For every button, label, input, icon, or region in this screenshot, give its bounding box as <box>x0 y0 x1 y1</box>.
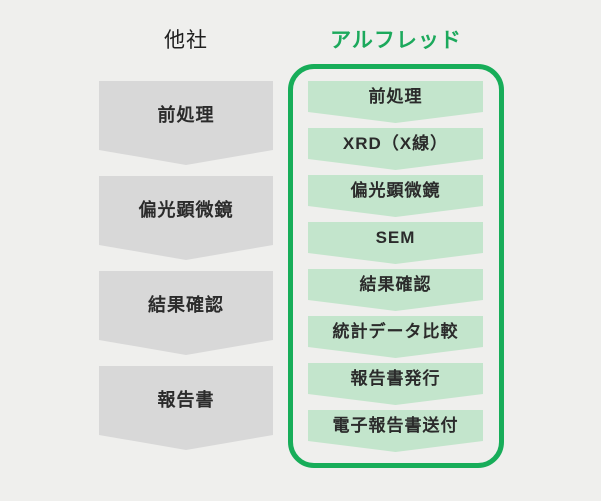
other-company-step-3: 結果確認 <box>99 271 273 355</box>
alfred-step-label: SEM <box>375 228 416 247</box>
alfred-step-label: 前処理 <box>368 87 423 106</box>
other-company-step-4: 報告書 <box>99 366 273 450</box>
alfred-step-label: XRD（X線） <box>342 134 449 153</box>
other-company-step-label: 報告書 <box>157 390 215 410</box>
other-company-step-label: 偏光顕微鏡 <box>138 200 234 220</box>
other-company-step-label: 前処理 <box>157 105 215 125</box>
other-company-step-label: 結果確認 <box>148 295 224 315</box>
other-company-title: 他社 <box>164 29 208 52</box>
other-company-step-1: 前処理 <box>99 81 273 165</box>
alfred-step-label: 偏光顕微鏡 <box>350 181 441 200</box>
alfred-step-label: 統計データ比較 <box>332 322 459 341</box>
alfred-step-label: 結果確認 <box>359 275 432 294</box>
alfred-title: アルフレッド <box>330 29 462 52</box>
alfred-step-label: 報告書発行 <box>350 369 441 388</box>
alfred-step-label: 電子報告書送付 <box>332 416 459 435</box>
other-company-step-2: 偏光顕微鏡 <box>99 176 273 260</box>
alfred-flow-container <box>288 64 504 468</box>
